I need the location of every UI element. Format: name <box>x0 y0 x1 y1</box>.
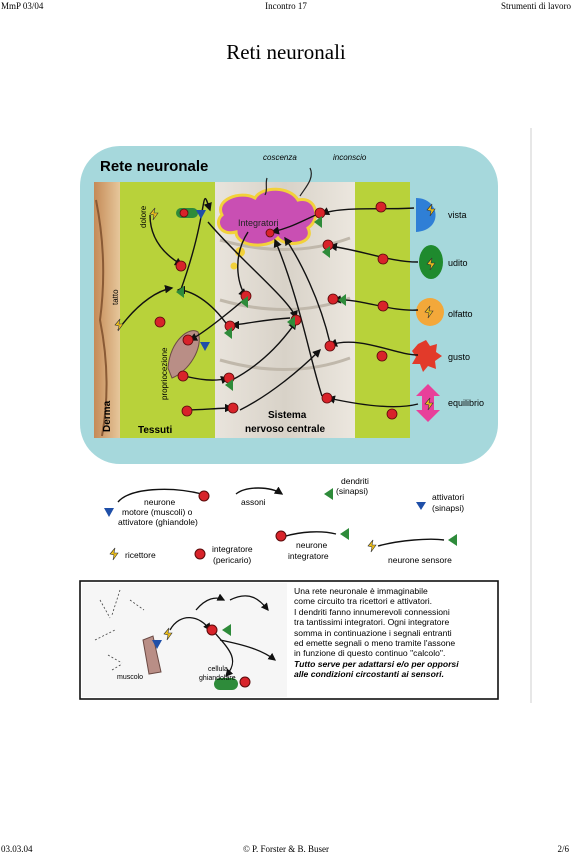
label-tatto: tatto <box>111 289 120 305</box>
label-olfatto: olfatto <box>448 309 473 319</box>
inset-muscle <box>142 635 162 675</box>
activator-synapses <box>196 210 210 351</box>
legend-activators-1: attivatori <box>432 492 464 502</box>
neuron-cells <box>154 201 398 420</box>
header-center: Incontro 17 <box>265 1 307 11</box>
caption-line: ed emette segnali o meno tramite l'asson… <box>294 638 456 649</box>
legend-dendrites-2: (sinapsi) <box>336 486 368 496</box>
label-nervoso-centrale: nervoso centrale <box>245 424 325 435</box>
receptor-bolts <box>114 203 436 411</box>
diagram-title: Rete neuronale <box>100 158 208 175</box>
legend-integrator-2: (pericario) <box>213 555 251 565</box>
header-right: Strumenti di lavoro <box>501 1 571 11</box>
inset-label-ghiandolare: ghiandolare <box>199 675 236 682</box>
label-inconscio: inconscio <box>333 153 367 162</box>
legend-receptor: ricettore <box>125 550 156 560</box>
footer-page-number: 2/6 <box>557 844 569 854</box>
inset-caption: Una rete neuronale è immaginabile come c… <box>294 586 499 680</box>
legend-motor-2: motore (muscoli) o <box>122 507 193 517</box>
organ-gusto <box>412 340 442 372</box>
label-dolore: dolore <box>139 205 148 228</box>
header-left: MmP 03/04 <box>1 1 44 11</box>
label-gusto: gusto <box>448 352 470 362</box>
label-integratori: Integratori <box>238 218 279 228</box>
caption-line: come circuito tra ricettori e attivatori… <box>294 596 433 607</box>
caption-emphasis: alle condizioni circostanti ai sensori. <box>294 669 444 680</box>
label-tessuti: Tessuti <box>138 425 172 436</box>
legend-dendrites-1: dendriti <box>341 476 369 486</box>
label-equilibrio: equilibrio <box>448 398 484 408</box>
legend-integrator-1: integratore <box>212 544 253 554</box>
legend-sensor-neuron: neurone sensore <box>388 555 452 565</box>
label-udito: udito <box>448 258 468 268</box>
inset-label-cellula: cellula <box>208 666 228 673</box>
legend-int-neuron-2: integratore <box>288 551 329 561</box>
caption-line: tra tantissimi integratori. Ogni integra… <box>294 617 450 628</box>
label-derma: Derma <box>102 400 113 432</box>
legend-activators-2: (sinapsi) <box>432 503 464 513</box>
inset-gland <box>214 678 238 690</box>
caption-emphasis: Tutto serve per adattarsi e/o per oppors… <box>294 658 459 669</box>
footer-credit: © P. Forster & B. Buser <box>242 844 330 854</box>
label-coscenza: coscenza <box>263 153 297 162</box>
integrators-cloud <box>217 187 318 247</box>
inset-label-muscolo: muscolo <box>117 674 143 681</box>
label-sistema: Sistema <box>268 410 307 421</box>
legend-motor-1: neurone <box>144 497 175 507</box>
dendrite-synapses <box>176 216 346 391</box>
caption-line: in funzione di questo continuo "calcolo"… <box>294 648 446 659</box>
caption-line: I dendriti fanno innumerevoli connession… <box>294 606 450 617</box>
legend-int-neuron-1: neurone <box>296 540 327 550</box>
footer-date: 03.03.04 <box>1 844 33 854</box>
caption-line: Una rete neuronale è immaginabile <box>294 586 428 596</box>
legend-motor-3: attivatore (ghiandole) <box>118 517 198 527</box>
label-propriocezione: propriocezione <box>160 347 169 400</box>
label-vista: vista <box>448 210 467 220</box>
legend: neurone motore (muscoli) o attivatore (g… <box>104 476 464 565</box>
page-title: Reti neuronali <box>226 40 346 64</box>
legend-axons: assoni <box>241 497 266 507</box>
caption-line: somma in continuazione i segnali entrant… <box>294 627 452 638</box>
